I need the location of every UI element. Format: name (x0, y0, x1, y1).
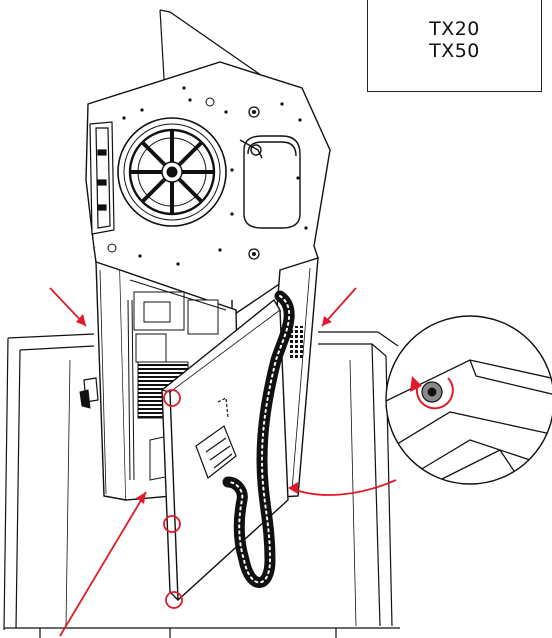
tool-label-tx50: TX50 (429, 40, 480, 62)
side-handle (79, 377, 99, 409)
screw-marker-3 (165, 591, 183, 609)
panel-bracket (89, 121, 115, 235)
vent-grille (290, 326, 304, 358)
cable-hose (222, 290, 295, 588)
screw-marker-1 (163, 389, 181, 407)
door-connector (195, 397, 237, 479)
annotations (49, 287, 397, 637)
screw-marker-2 (163, 515, 181, 533)
tool-label-tx20: TX20 (429, 18, 480, 40)
pointer-bottom (59, 491, 147, 637)
tool-spec-box: TX20 TX50 (367, 0, 542, 92)
arrow-zoom-to-screw (289, 479, 397, 496)
panel-fasteners (107, 86, 308, 266)
zoom-detail (385, 315, 552, 485)
fan-icon (117, 117, 227, 227)
cable-opening (239, 135, 301, 229)
counterclockwise-arrow-icon (415, 377, 454, 410)
